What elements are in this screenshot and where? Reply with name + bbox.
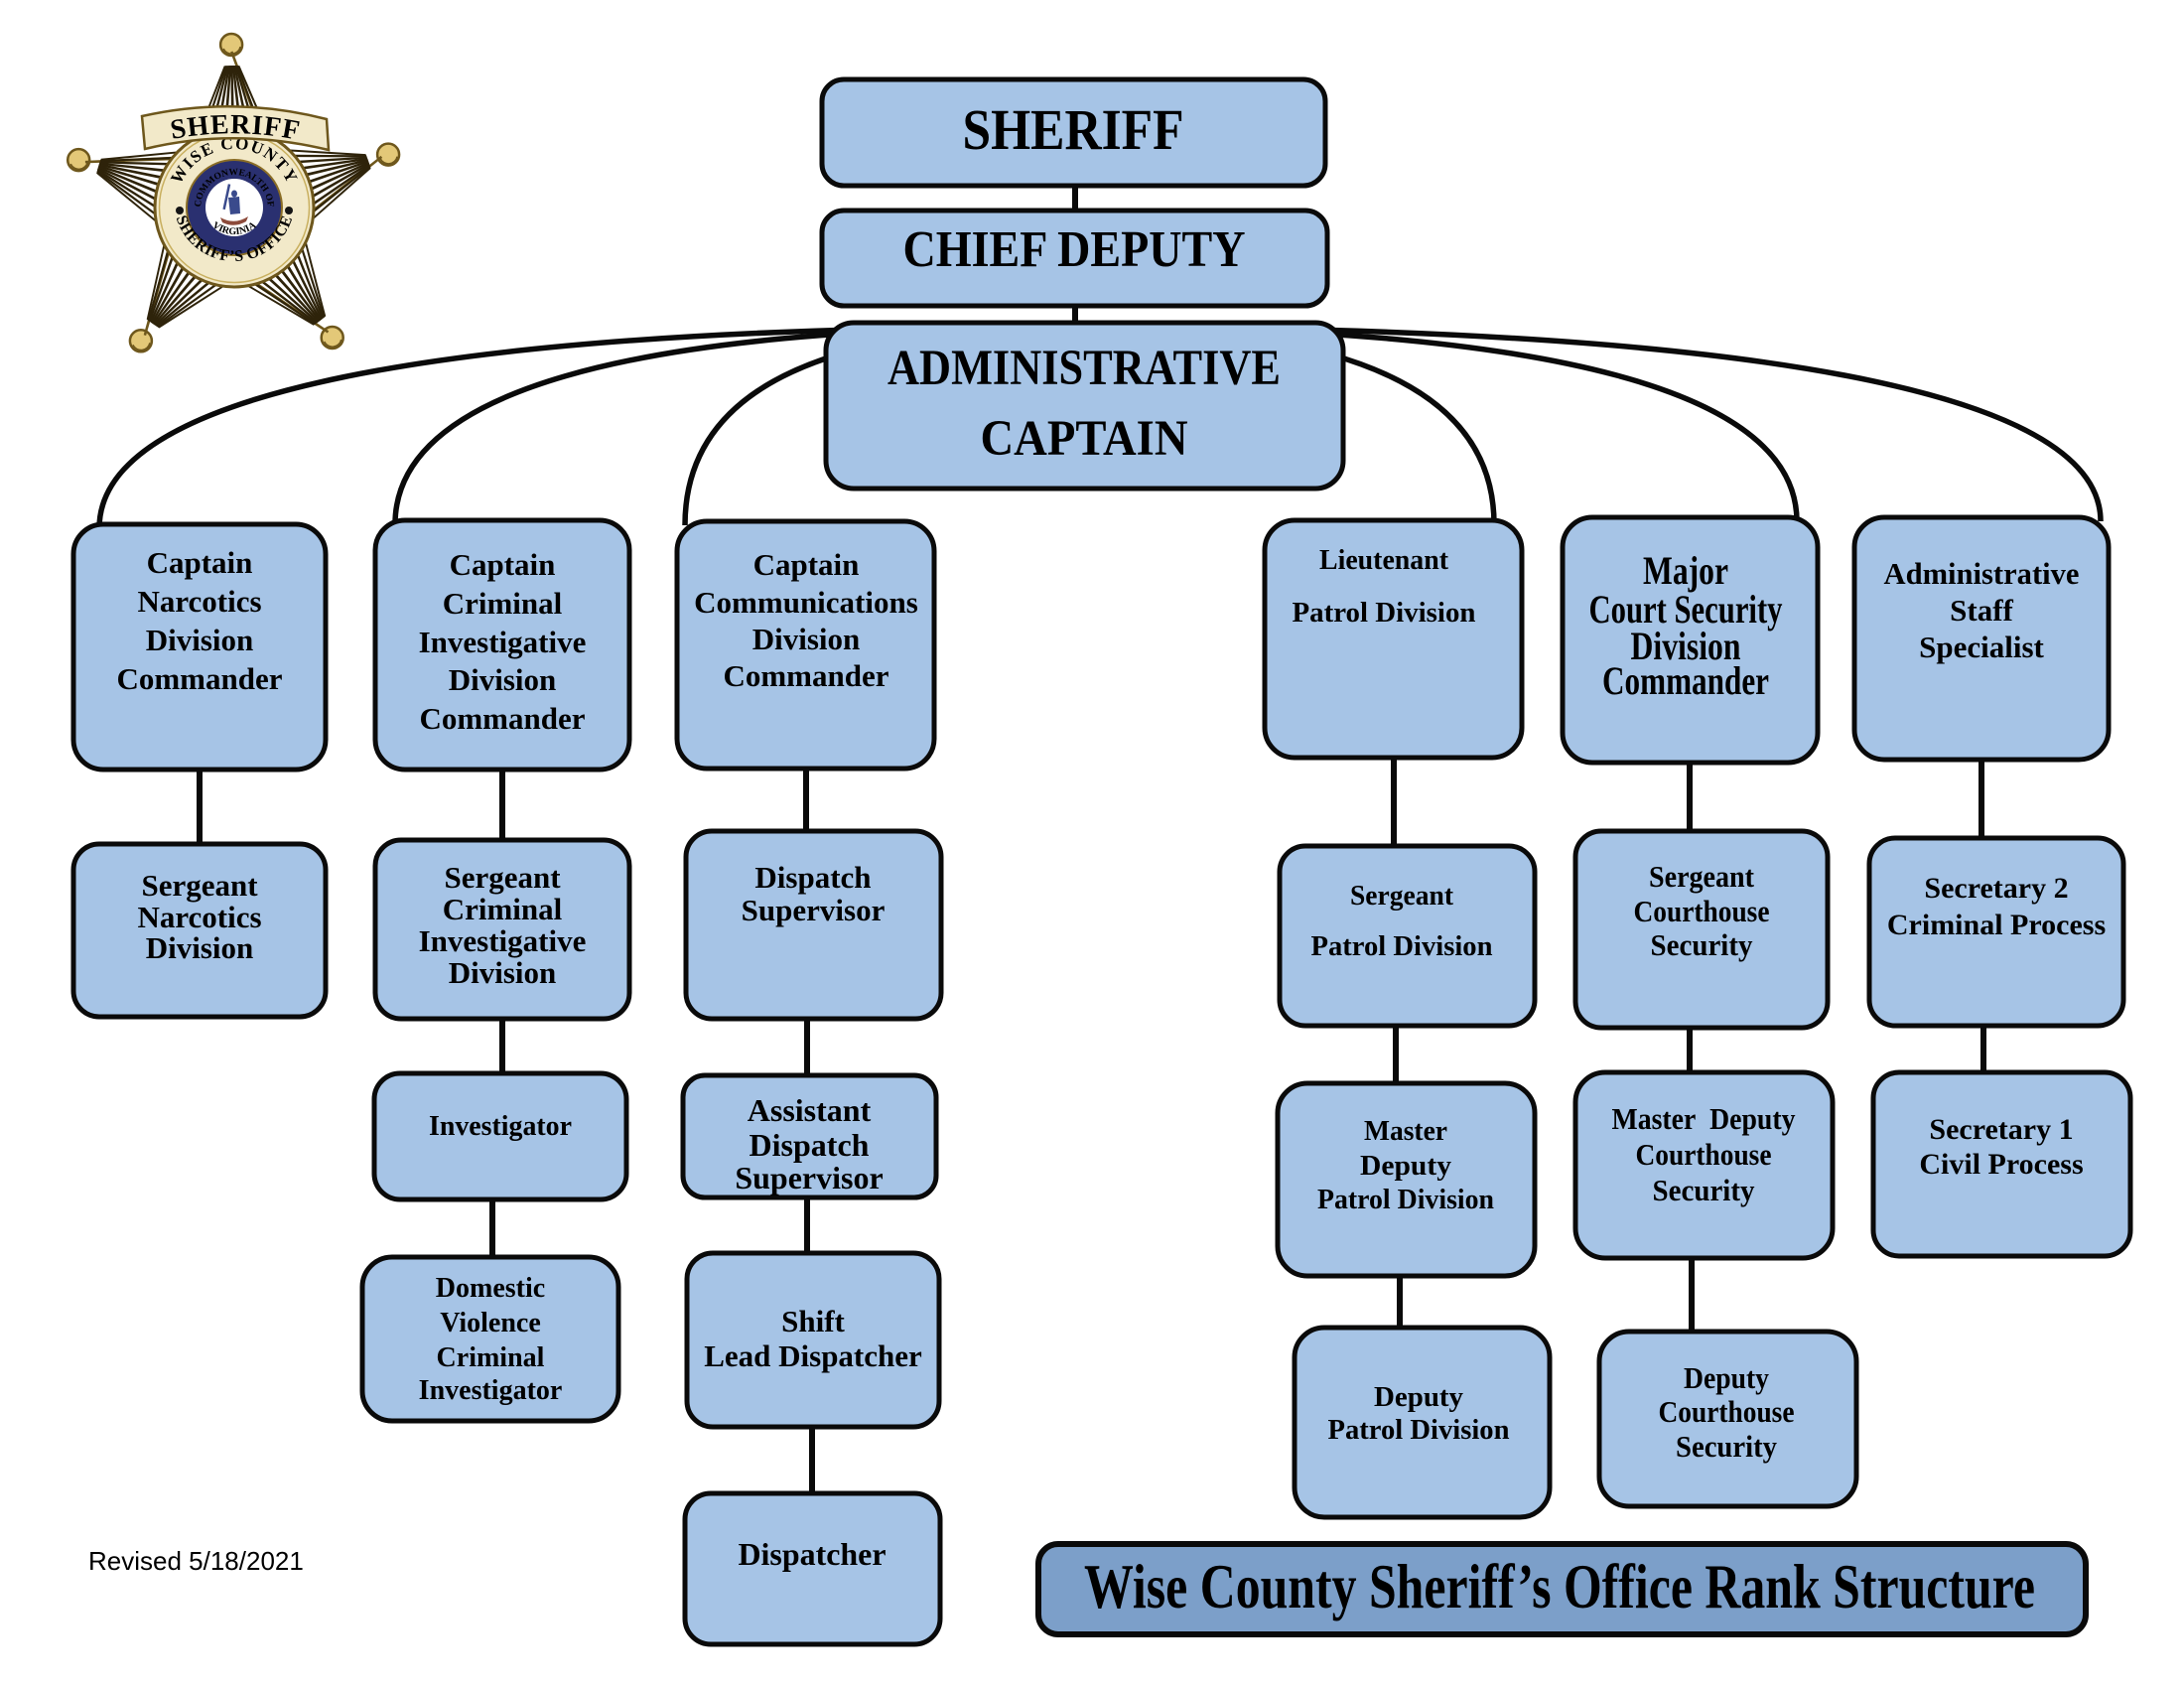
svg-text:Investigator: Investigator: [429, 1111, 572, 1142]
svg-text:ADMINISTRATIVE: ADMINISTRATIVE: [887, 341, 1281, 396]
svg-text:Supervisor: Supervisor: [735, 1160, 883, 1196]
svg-text:Criminal: Criminal: [443, 892, 563, 926]
svg-text:Commander: Commander: [419, 701, 585, 736]
svg-text:Specialist: Specialist: [1919, 630, 2044, 664]
svg-text:Commander: Commander: [723, 658, 888, 693]
svg-text:Civil Process: Civil Process: [1919, 1148, 2083, 1181]
svg-text:CAPTAIN: CAPTAIN: [981, 411, 1188, 467]
svg-text:Security: Security: [1651, 927, 1753, 962]
svg-text:Dispatch: Dispatch: [750, 1127, 870, 1163]
svg-text:Courthouse: Courthouse: [1659, 1394, 1795, 1429]
svg-text:Captain: Captain: [147, 545, 253, 580]
svg-text:Narcotics: Narcotics: [137, 900, 261, 934]
svg-text:Deputy: Deputy: [1374, 1381, 1463, 1413]
svg-text:Lead Dispatcher: Lead Dispatcher: [704, 1338, 922, 1373]
svg-text:Division: Division: [449, 662, 557, 697]
svg-text:SHERIFF: SHERIFF: [963, 97, 1184, 162]
svg-text:Captain: Captain: [753, 547, 860, 582]
svg-text:Courthouse: Courthouse: [1634, 894, 1770, 928]
svg-text:Wise County Sheriff’s Office R: Wise County Sheriff’s Office Rank Struct…: [1084, 1551, 2035, 1621]
svg-text:Security: Security: [1676, 1429, 1777, 1464]
svg-text:Secretary 1: Secretary 1: [1929, 1113, 2073, 1146]
svg-text:Narcotics: Narcotics: [137, 584, 261, 619]
svg-text:Master Deputy: Master Deputy: [1612, 1101, 1796, 1136]
svg-text:Division: Division: [146, 930, 254, 965]
svg-text:Secretary 2: Secretary 2: [1924, 872, 2068, 905]
svg-text:Violence: Violence: [440, 1308, 541, 1338]
svg-text:Investigative: Investigative: [419, 923, 587, 958]
svg-text:Deputy: Deputy: [1360, 1151, 1451, 1182]
svg-text:Commander: Commander: [1602, 658, 1769, 703]
svg-text:Patrol Division: Patrol Division: [1317, 1185, 1494, 1215]
svg-text:Court Security: Court Security: [1589, 587, 1783, 632]
svg-text:Division: Division: [449, 955, 557, 990]
svg-text:Domestic: Domestic: [436, 1273, 545, 1304]
svg-text:Captain: Captain: [450, 547, 556, 582]
svg-text:Deputy: Deputy: [1684, 1360, 1769, 1395]
svg-text:Patrol Division: Patrol Division: [1293, 597, 1476, 629]
svg-text:CHIEF DEPUTY: CHIEF DEPUTY: [903, 221, 1246, 278]
svg-text:Master: Master: [1364, 1116, 1447, 1147]
svg-text:Sergeant: Sergeant: [1350, 881, 1454, 912]
svg-text:Lieutenant: Lieutenant: [1319, 544, 1448, 576]
svg-text:Division: Division: [146, 623, 254, 657]
svg-text:Courthouse: Courthouse: [1636, 1137, 1772, 1172]
svg-text:Criminal: Criminal: [443, 586, 563, 621]
svg-text:Major: Major: [1643, 548, 1728, 593]
svg-text:Shift: Shift: [781, 1304, 845, 1338]
svg-text:Patrol Division: Patrol Division: [1328, 1414, 1510, 1446]
svg-text:Revised 5/18/2021: Revised 5/18/2021: [88, 1546, 304, 1576]
svg-text:Investigative: Investigative: [419, 625, 587, 659]
svg-text:Sergeant: Sergeant: [444, 860, 561, 895]
svg-text:Security: Security: [1653, 1173, 1755, 1207]
svg-text:Commander: Commander: [116, 661, 282, 696]
svg-text:Division: Division: [752, 622, 861, 656]
svg-text:Dispatch: Dispatch: [754, 860, 871, 895]
svg-text:Sergeant: Sergeant: [141, 868, 258, 903]
svg-text:Division: Division: [1631, 624, 1741, 668]
svg-text:Communications: Communications: [694, 585, 918, 620]
svg-text:Supervisor: Supervisor: [742, 893, 886, 927]
svg-text:Administrative: Administrative: [1884, 556, 2080, 591]
svg-text:VIRGINIA: VIRGINIA: [210, 219, 259, 237]
svg-text:Patrol Division: Patrol Division: [1311, 931, 1493, 962]
svg-text:Sergeant: Sergeant: [1649, 859, 1755, 894]
svg-text:Investigator: Investigator: [419, 1375, 563, 1406]
svg-text:Dispatcher: Dispatcher: [739, 1536, 887, 1572]
svg-text:Criminal: Criminal: [437, 1342, 545, 1373]
svg-text:Assistant: Assistant: [748, 1092, 872, 1128]
svg-text:Staff: Staff: [1950, 593, 2013, 628]
svg-text:Criminal Process: Criminal Process: [1887, 909, 2106, 941]
